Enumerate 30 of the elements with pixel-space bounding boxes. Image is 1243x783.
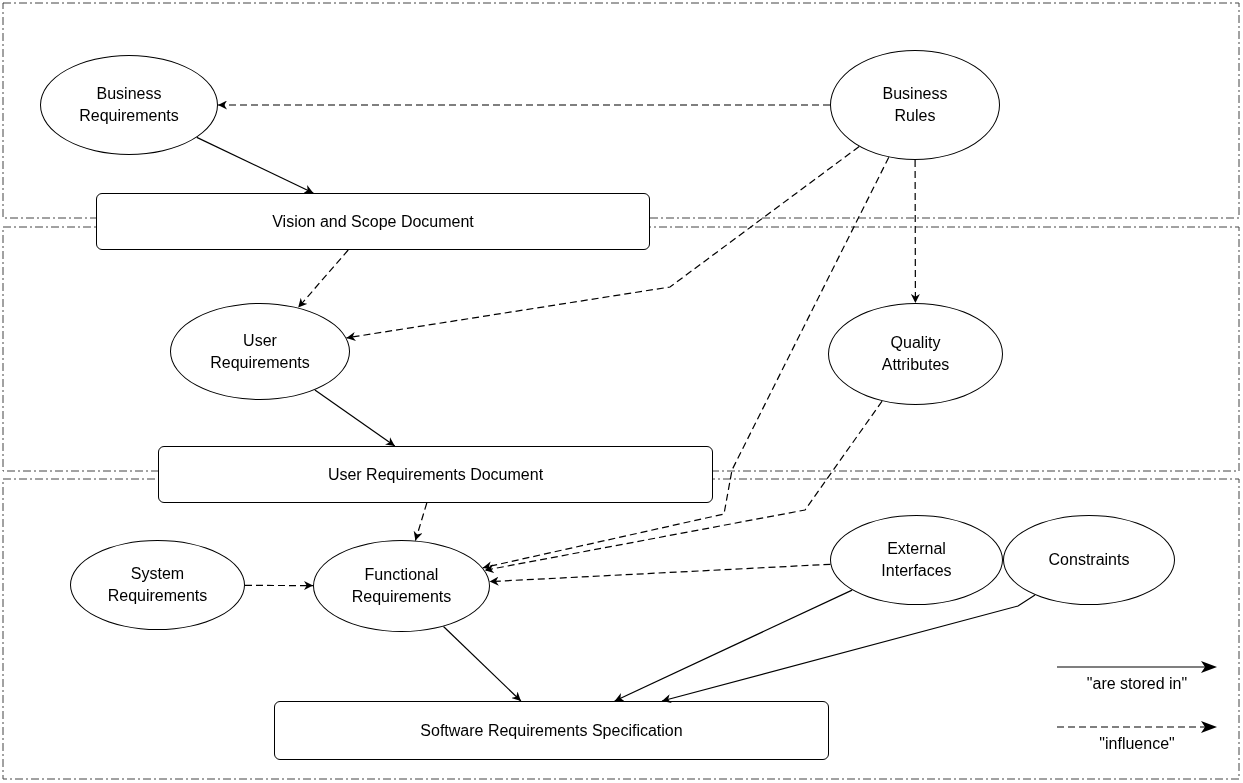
dashed-arrow: [244, 581, 314, 591]
dashed-arrow: [484, 400, 883, 574]
node-label: External Interfaces: [880, 539, 953, 581]
dashed-arrow: [345, 145, 860, 341]
dashed-arrow: [482, 156, 890, 571]
node-label: Software Requirements Specification: [420, 720, 683, 741]
node-label: Quality Attributes: [880, 333, 951, 375]
node-label: Functional Requirements: [350, 565, 453, 607]
document-box: [96, 193, 650, 250]
node-label: System Requirements: [107, 564, 208, 606]
legend-label: "influence": [1099, 734, 1175, 754]
arrow: [196, 136, 314, 194]
arrow: [661, 594, 1036, 704]
arrow: [442, 625, 522, 702]
dashed-arrow: [297, 249, 349, 309]
node-label: Business Requirements: [78, 84, 180, 126]
dashed-arrow: [217, 100, 831, 110]
node-label: User Requirements Document: [327, 464, 544, 485]
node-label: User Requirements: [209, 330, 311, 373]
node-label: Vision and Scope Document: [272, 211, 474, 232]
arrow: [314, 389, 396, 447]
dashed-arrow: [413, 502, 428, 542]
document-box: [274, 701, 829, 760]
legend-label: "are stored in": [1086, 674, 1188, 694]
node-label: Constraints: [1048, 550, 1130, 570]
dashed-arrow: [910, 159, 920, 304]
arrow: [614, 589, 853, 702]
dashed-arrow: [489, 563, 831, 586]
document-box: [158, 446, 713, 503]
node-label: Business Rules: [881, 84, 949, 126]
